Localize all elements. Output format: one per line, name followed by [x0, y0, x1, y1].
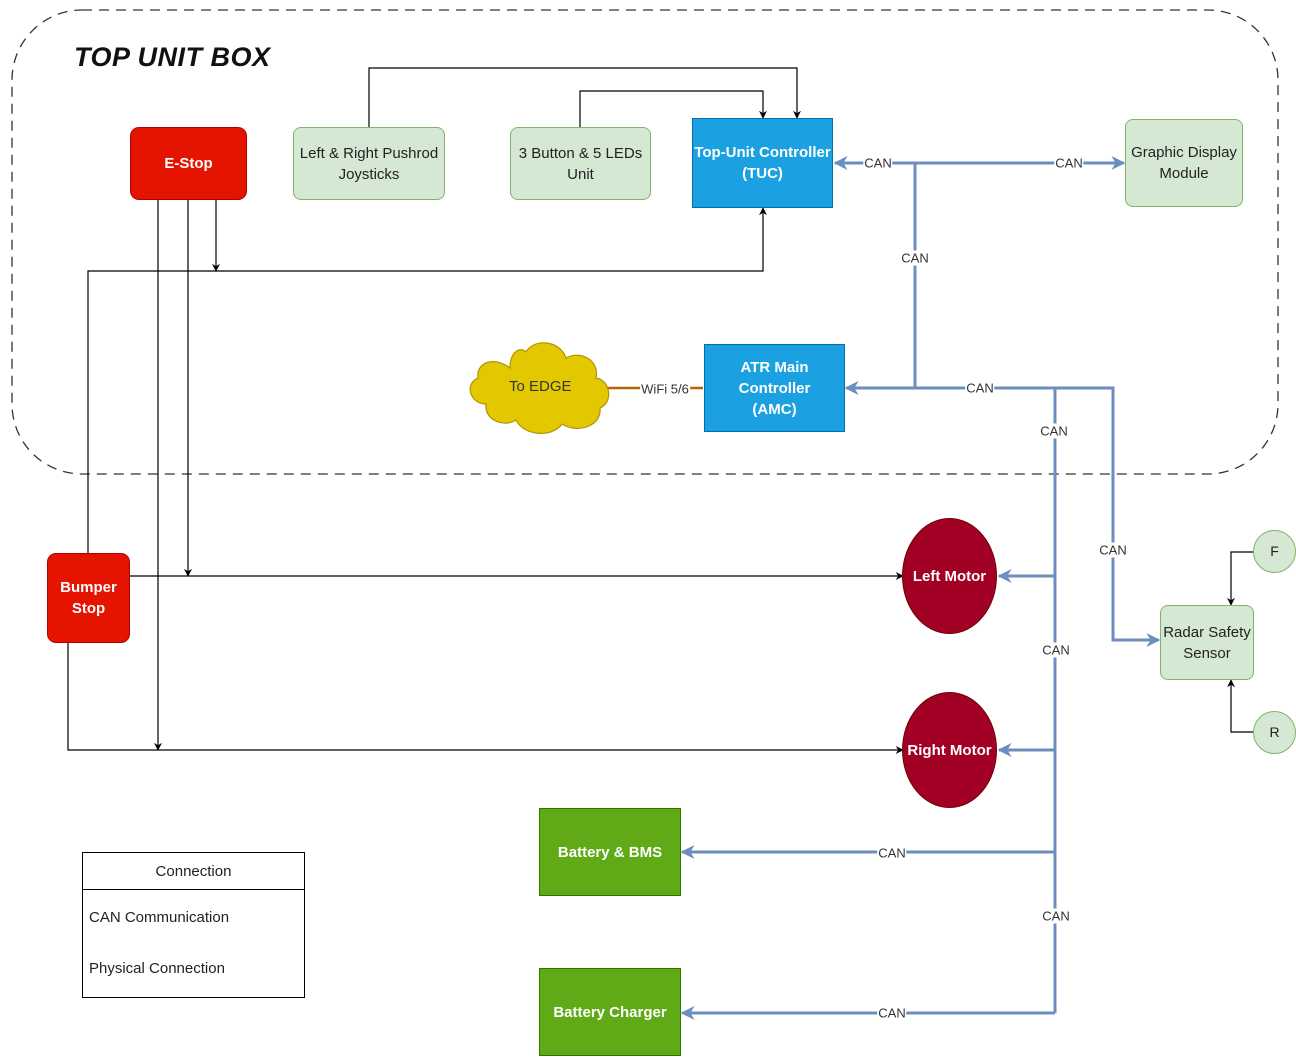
right-motor-node[interactable]: Right Motor: [902, 692, 997, 808]
can-label-bus-3: CAN: [1041, 908, 1071, 924]
buttons-to-tuc-line: [579, 90, 767, 127]
can-label-bus-2: CAN: [1041, 642, 1071, 658]
physical-connections: [67, 67, 1254, 754]
can-label-tuc: CAN: [863, 155, 893, 171]
legend: Connection CAN Communication Physical Co…: [82, 852, 305, 998]
legend-physical-label: Physical Connection: [89, 960, 225, 977]
joystick-to-tuc-line: [368, 67, 801, 127]
edge-cloud-shape: [469, 342, 610, 434]
edge-cloud-label: To EDGE: [509, 378, 572, 395]
front-sensor-node[interactable]: F: [1253, 530, 1296, 573]
can-to-radar: [1055, 386, 1161, 647]
bumper-to-right-motor-line: [67, 643, 904, 754]
battery-charger-node[interactable]: Battery Charger: [539, 968, 681, 1056]
can-label-amc: CAN: [965, 380, 995, 396]
bumper-to-tuc-line: [87, 207, 767, 553]
legend-can-label: CAN Communication: [89, 909, 230, 926]
bumper-stop-node[interactable]: Bumper Stop: [47, 553, 130, 643]
amc-node[interactable]: ATR Main Controller (AMC): [704, 344, 845, 432]
can-label-vertical-top: CAN: [900, 250, 930, 266]
can-connections: [680, 156, 1161, 1020]
wifi-label: WiFi 5/6: [640, 381, 690, 397]
left-motor-node[interactable]: Left Motor: [902, 518, 997, 634]
can-label-bus-1: CAN: [1039, 423, 1069, 439]
radar-sensor-node[interactable]: Radar Safety Sensor: [1160, 605, 1254, 680]
battery-bms-node[interactable]: Battery & BMS: [539, 808, 681, 896]
legend-title: Connection: [83, 853, 304, 890]
can-label-radar: CAN: [1098, 542, 1128, 558]
graphic-display-node[interactable]: Graphic Display Module: [1125, 119, 1243, 207]
rear-sensor-node[interactable]: R: [1253, 711, 1296, 754]
can-label-bms: CAN: [877, 845, 907, 861]
can-label-charger: CAN: [877, 1005, 907, 1021]
f-to-radar-line: [1227, 551, 1254, 606]
can-label-gdm: CAN: [1054, 155, 1084, 171]
top-unit-boundary: [11, 9, 1279, 475]
r-to-radar-line: [1227, 679, 1254, 733]
estop-node[interactable]: E-Stop: [130, 127, 247, 200]
joysticks-node[interactable]: Left & Right Pushrod Joysticks: [293, 127, 445, 200]
buttons-leds-node[interactable]: 3 Button & 5 LEDs Unit: [510, 127, 651, 200]
top-unit-box-title: TOP UNIT BOX: [74, 42, 271, 72]
tuc-node[interactable]: Top-Unit Controller (TUC): [692, 118, 833, 208]
